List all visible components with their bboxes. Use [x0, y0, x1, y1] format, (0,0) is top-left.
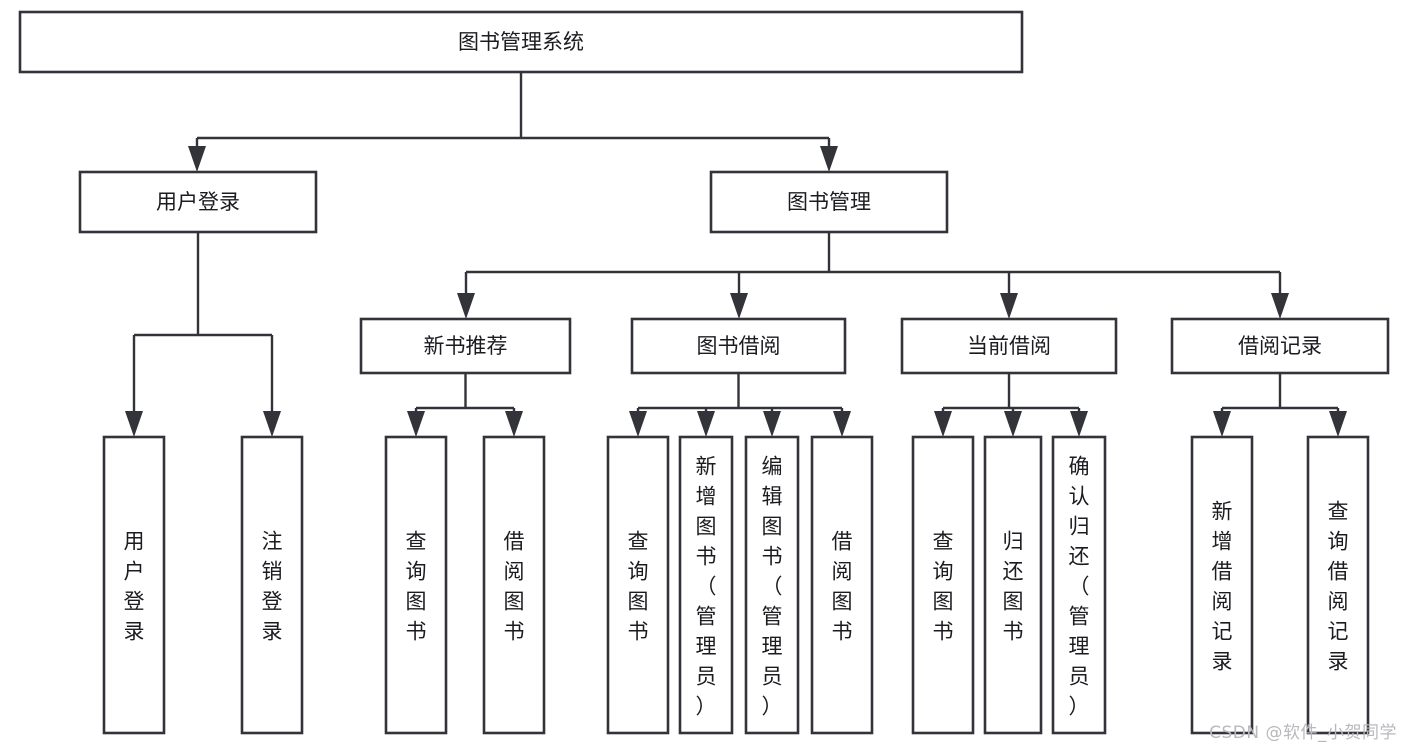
node-box: [1051, 435, 1107, 735]
node-leaf-query-book-1[interactable]: 查询图书: [384, 435, 448, 735]
arrow-head-icon: [730, 293, 748, 319]
node-box: [240, 435, 304, 735]
node-new-book-recommend[interactable]: 新书推荐: [359, 317, 572, 375]
node-leaf-borrow-book-1[interactable]: 借阅图书: [482, 435, 546, 735]
node-box: [1190, 435, 1254, 735]
node-label: 新增图书（管理员）: [696, 454, 717, 718]
node-box: [102, 435, 166, 735]
node-box: [359, 317, 572, 375]
node-box: [78, 170, 318, 234]
node-label: 借阅图书: [504, 529, 525, 643]
node-label: 用户登录: [156, 190, 240, 214]
node-user-login[interactable]: 用户登录: [78, 170, 318, 234]
node-borrow-record[interactable]: 借阅记录: [1170, 317, 1390, 375]
arrow-head-icon: [457, 293, 475, 319]
arrow-head-icon: [1329, 411, 1347, 437]
arrow-head-icon: [1004, 411, 1022, 437]
arrow-head-icon: [763, 411, 781, 437]
node-leaf-confirm-return[interactable]: 确认归还（管理员）: [1051, 435, 1107, 735]
node-label: 借阅记录: [1238, 334, 1322, 358]
arrow-head-icon: [407, 411, 425, 437]
node-leaf-add-book[interactable]: 新增图书（管理员）: [678, 435, 734, 735]
node-current-borrow[interactable]: 当前借阅: [900, 317, 1118, 375]
node-leaf-edit-book[interactable]: 编辑图书（管理员）: [744, 435, 800, 735]
node-box: [482, 435, 546, 735]
arrow-head-icon: [1070, 411, 1088, 437]
arrow-head-icon: [697, 411, 715, 437]
node-label: 图书管理系统: [458, 30, 584, 54]
arrow-head-icon: [1271, 293, 1289, 319]
node-book-manage[interactable]: 图书管理: [709, 170, 949, 234]
node-label: 编辑图书（管理员）: [762, 454, 783, 718]
node-box: [983, 435, 1043, 735]
node-box: [810, 435, 874, 735]
node-label: 注销登录: [262, 529, 283, 643]
node-root[interactable]: 图书管理系统: [18, 10, 1024, 74]
node-label: 新增借阅记录: [1212, 499, 1233, 673]
node-label: 图书管理: [787, 190, 871, 214]
node-leaf-borrow-book-2[interactable]: 借阅图书: [810, 435, 874, 735]
node-label: 查询图书: [933, 529, 954, 643]
node-box: [384, 435, 448, 735]
node-box: [18, 10, 1024, 74]
arrow-head-icon: [820, 146, 838, 172]
node-layer: 图书管理系统用户登录图书管理新书推荐图书借阅当前借阅借阅记录用户登录注销登录查询…: [18, 10, 1390, 735]
node-label: 借阅图书: [832, 529, 853, 643]
arrow-head-icon: [1000, 293, 1018, 319]
node-label: 查询图书: [406, 529, 427, 643]
node-box: [744, 435, 800, 735]
node-leaf-logout[interactable]: 注销登录: [240, 435, 304, 735]
node-label: 新书推荐: [424, 334, 508, 358]
node-box: [709, 170, 949, 234]
node-label: 归还图书: [1003, 529, 1024, 643]
arrow-head-icon: [1213, 411, 1231, 437]
arrow-head-icon: [505, 411, 523, 437]
node-label: 查询借阅记录: [1328, 499, 1349, 673]
node-book-borrow[interactable]: 图书借阅: [630, 317, 847, 375]
node-box: [911, 435, 975, 735]
arrow-head-icon: [125, 411, 143, 437]
arrow-head-icon: [833, 411, 851, 437]
node-box: [1306, 435, 1370, 735]
node-leaf-add-borrow-record[interactable]: 新增借阅记录: [1190, 435, 1254, 735]
node-label: 确认归还（管理员）: [1069, 454, 1090, 718]
arrow-head-icon: [934, 411, 952, 437]
node-label: 用户登录: [124, 529, 145, 643]
connector-layer: [125, 72, 1347, 437]
node-leaf-query-book-3[interactable]: 查询图书: [911, 435, 975, 735]
node-box: [606, 435, 670, 735]
node-leaf-query-book-2[interactable]: 查询图书: [606, 435, 670, 735]
node-leaf-query-borrow-record[interactable]: 查询借阅记录: [1306, 435, 1370, 735]
csdn-watermark: CSDN @软件_小贺同学: [1209, 723, 1397, 743]
arrow-head-icon: [263, 411, 281, 437]
arrow-head-icon: [629, 411, 647, 437]
arrow-head-icon: [188, 146, 206, 172]
node-leaf-user-login[interactable]: 用户登录: [102, 435, 166, 735]
node-leaf-return-book[interactable]: 归还图书: [983, 435, 1043, 735]
node-box: [630, 317, 847, 375]
node-box: [678, 435, 734, 735]
node-label: 图书借阅: [697, 334, 781, 358]
node-box: [900, 317, 1118, 375]
node-box: [1170, 317, 1390, 375]
node-label: 查询图书: [628, 529, 649, 643]
node-label: 当前借阅: [967, 334, 1051, 358]
